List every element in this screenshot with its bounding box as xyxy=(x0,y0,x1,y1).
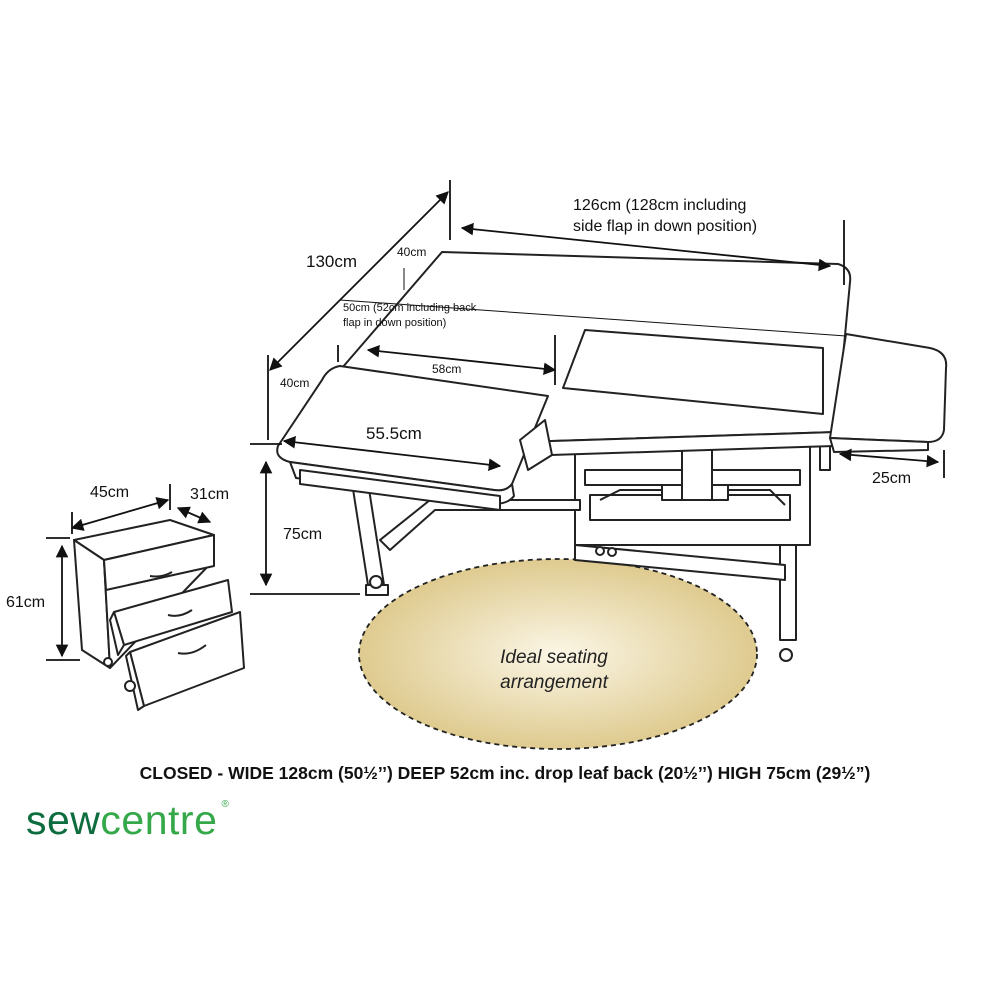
label-width-line2: side flap in down position) xyxy=(573,218,757,235)
label-overall-length: 130cm xyxy=(306,252,357,271)
seating-label-line1: Ideal seating xyxy=(500,647,608,668)
sewing-table xyxy=(276,251,948,662)
label-back-depth-line2: flap in down position) xyxy=(343,317,446,329)
label-cabinet-depth: 31cm xyxy=(190,486,229,503)
machine-platform xyxy=(562,329,824,415)
closed-dimensions-caption: CLOSED - WIDE 128cm (50½’’) DEEP 52cm in… xyxy=(139,763,871,783)
drawer-cabinet xyxy=(73,519,245,711)
side-flap xyxy=(829,333,948,443)
label-inner-width: 58cm xyxy=(432,362,461,376)
label-side-flap: 25cm xyxy=(872,470,911,487)
label-cabinet-width: 45cm xyxy=(90,484,129,501)
label-cabinet-height: 61cm xyxy=(6,594,45,611)
label-top-left-depth: 40cm xyxy=(397,245,426,259)
label-table-height: 75cm xyxy=(283,526,322,543)
logo-part-sew: sew xyxy=(26,797,101,843)
label-front-leaf-width: 55.5cm xyxy=(366,424,422,443)
seating-label-line2: arrangement xyxy=(500,672,608,693)
label-left-depth: 40cm xyxy=(280,376,309,390)
sewcentre-logo: sewcentre® xyxy=(26,797,229,843)
registered-mark-icon: ® xyxy=(221,799,230,810)
drawer-top xyxy=(103,534,215,591)
dimension-lines xyxy=(46,180,945,661)
seating-area xyxy=(358,558,758,750)
label-width-line1: 126cm (128cm including xyxy=(573,197,746,214)
logo-part-centre: centre xyxy=(100,797,218,843)
label-back-depth-line1: 50cm (52cm including back xyxy=(343,302,477,314)
